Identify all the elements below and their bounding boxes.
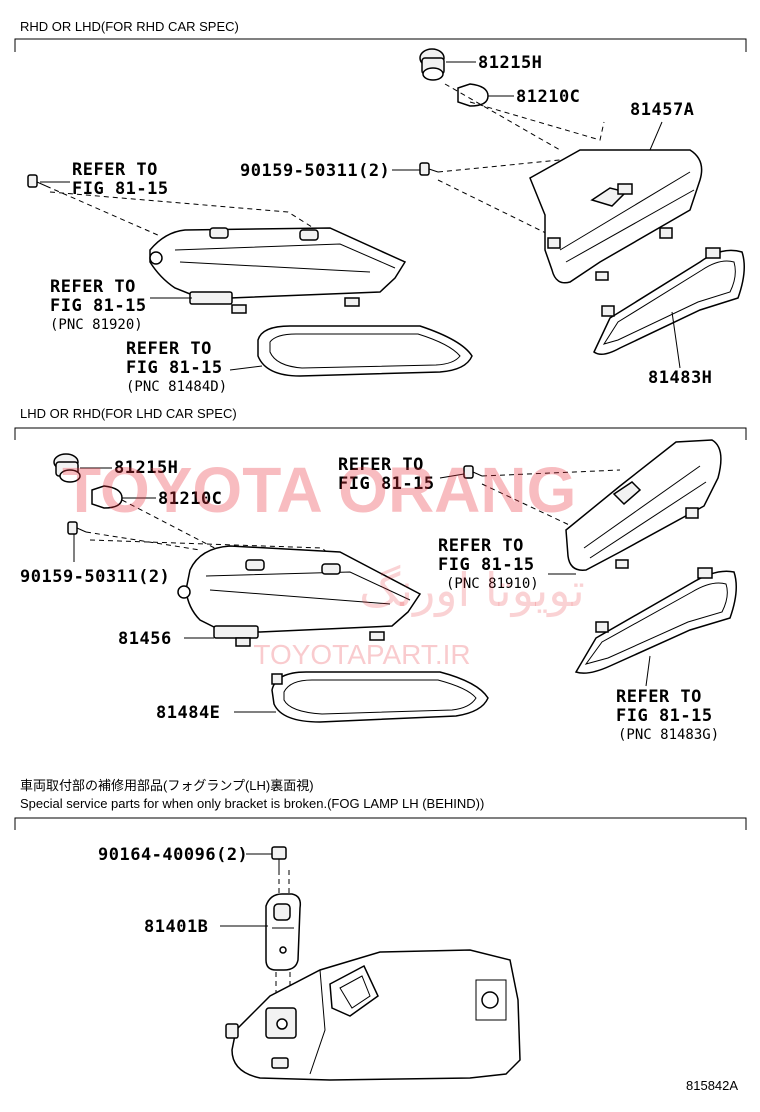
label-81215h-lhd: 81215H [114,458,178,478]
section-bracket: 車両取付部の補修用部品(フォグランプ(LH)裏面視) Special servi… [14,778,747,1093]
guide-line [121,499,231,557]
guide-line [481,483,581,531]
guide-line [437,157,581,173]
fog-lamp-81457a [529,149,703,284]
section-rhd-title: RHD OR LHD(FOR RHD CAR SPEC) [20,19,239,34]
section-rhd-bracket-line [14,38,747,52]
section-rhd: RHD OR LHD(FOR RHD CAR SPEC) 81215H 8121… [14,19,747,395]
label-90159-50311-lhd: 90159-50311(2) [20,567,170,587]
figure-number: 815842A [686,1078,738,1093]
label-81484e: 81484E [156,703,220,723]
fog-cover-81483h [593,247,745,355]
label-81215h-rhd: 81215H [478,53,542,73]
section-bracket-title-jp: 車両取付部の補修用部品(フォグランプ(LH)裏面視) [20,778,314,793]
label-90159-50311-rhd: 90159-50311(2) [240,161,390,181]
label-81457a: 81457A [630,100,694,120]
bulb-lh [91,485,156,509]
label-81210c-lhd: 81210C [158,489,222,509]
refer-screw-lhd-2: FIG 81-15 [338,474,435,494]
watermark-line1: TOYOTA ORANG [62,454,576,526]
fog-lamp-behind [225,949,521,1081]
refer-cover-rhd-2: FIG 81-15 [126,358,223,378]
refer-lamp-lhd-2: FIG 81-15 [438,555,535,575]
screw-center-lhd [463,465,483,479]
screw-bracket [271,846,287,870]
screw-rh [419,162,439,176]
guide-line [444,83,561,151]
section-lhd-bracket-line [14,427,747,440]
section-lhd-title: LHD OR RHD(FOR LHD CAR SPEC) [20,406,237,421]
fog-cover-reference-lhd [574,567,737,674]
refer-screw-lhd-1: REFER TO [338,455,424,475]
bulb-socket-rh [419,48,476,81]
refer-lamp-lhd-1: REFER TO [438,536,524,556]
fog-lamp-reference-rhd [149,227,407,314]
guide-line [469,101,605,141]
refer-lamp-rhd-1: REFER TO [50,277,136,297]
label-81210c-rhd: 81210C [516,87,580,107]
refer-screw-rhd-2: FIG 81-15 [72,179,169,199]
screw-lh [67,521,87,562]
bulb-rh [457,83,514,107]
refer-cover-rhd-1: REFER TO [126,339,212,359]
refer-lamp-rhd-2: FIG 81-15 [50,296,147,316]
watermark-line2: تویوتا اورنگ [359,563,585,618]
guide-line [437,179,561,241]
refer-cover-lhd-2: FIG 81-15 [616,706,713,726]
label-90164-40096: 90164-40096(2) [98,845,248,865]
watermark: TOYOTA ORANG تویوتا اورنگ TOYOTAPART.IR [62,454,585,670]
fog-cover-reference-rhd [257,325,473,377]
section-lhd: LHD OR RHD(FOR LHD CAR SPEC) 81215H 8121… [14,406,747,743]
fog-lamp-reference-lhd [565,439,722,571]
label-81456: 81456 [118,629,172,649]
refer-cover-lhd-1: REFER TO [616,687,702,707]
guide-line [49,191,321,233]
guide-line [45,185,161,237]
bulb-socket-lh [53,453,112,483]
label-81401b: 81401B [144,917,208,937]
refer-lamp-lhd-pnc: (PNC 81910) [446,576,539,592]
screw-left-rhd [27,174,47,188]
refer-lamp-rhd-pnc: (PNC 81920) [50,317,143,333]
fog-cover-81484e [271,671,489,723]
bracket-81401b [265,893,302,971]
fog-lamp-81456 [177,545,422,647]
refer-cover-rhd-pnc: (PNC 81484D) [126,379,227,395]
section-bracket-title-en: Special service parts for when only brac… [20,796,484,811]
label-81483h: 81483H [648,368,712,388]
refer-screw-rhd-1: REFER TO [72,160,158,180]
watermark-line3: TOYOTAPART.IR [253,639,470,670]
refer-cover-lhd-pnc: (PNC 81483G) [618,727,719,743]
guide-line [85,531,201,551]
section-bracket-line [14,817,747,830]
